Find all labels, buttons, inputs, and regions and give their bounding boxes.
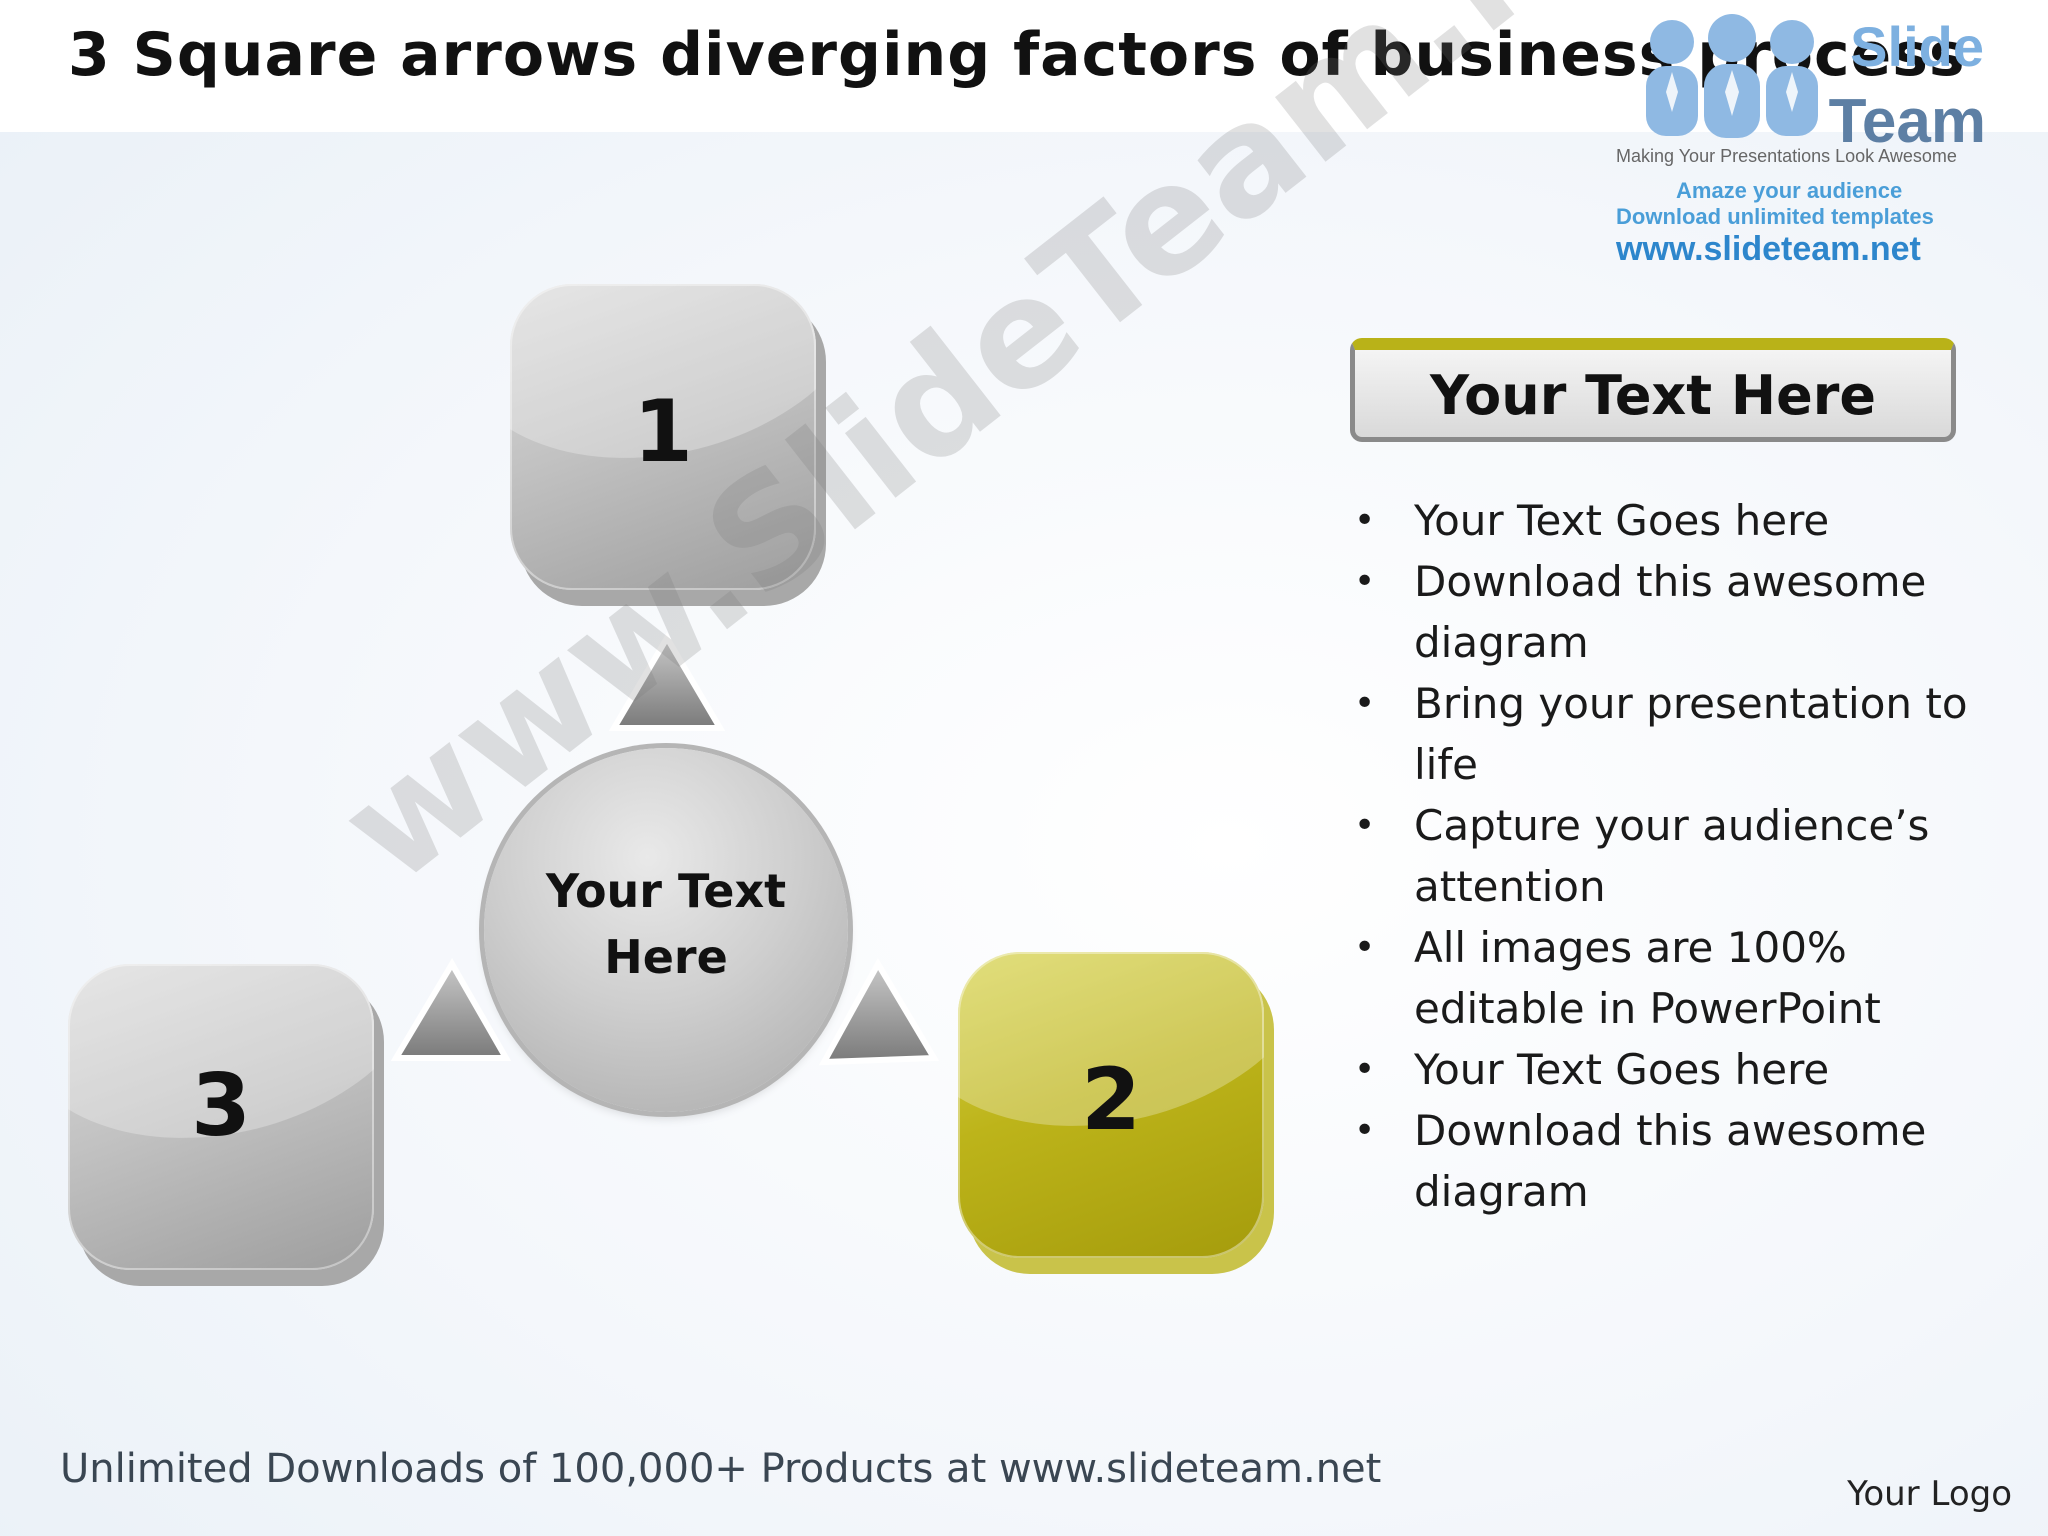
bullet-dot: • bbox=[1354, 683, 1376, 724]
list-item: • Bring your presentation to life bbox=[1344, 673, 1984, 795]
bullet-dot: • bbox=[1354, 927, 1376, 968]
box-1: 1 bbox=[510, 284, 816, 590]
list-item: • Download this awesome diagram bbox=[1344, 1100, 1984, 1222]
bullet-text: Bring your presentation to life bbox=[1414, 679, 1968, 789]
box-1-number: 1 bbox=[633, 382, 693, 482]
bullet-dot: • bbox=[1354, 561, 1376, 602]
box-2-face bbox=[958, 952, 1264, 1258]
center-label-line-2: Here bbox=[604, 930, 728, 984]
logo-word-team: Team bbox=[1828, 87, 1986, 156]
bullet-text: Download this awesome diagram bbox=[1414, 1106, 1927, 1216]
center-circle: Your Text Here bbox=[484, 748, 848, 1112]
bullet-text: Download this awesome diagram bbox=[1414, 557, 1927, 667]
center-label-line-1: Your Text bbox=[545, 864, 787, 918]
slideteam-logo: Slide Team Making Your Presentations Loo… bbox=[1612, 8, 2022, 270]
list-item: • Capture your audience’s attention bbox=[1344, 795, 1984, 917]
bullet-list: • Your Text Goes here • Download this awes… bbox=[1344, 490, 1984, 1222]
center-circle-label: Your Text Here bbox=[484, 858, 848, 990]
people-icon bbox=[1646, 14, 1818, 138]
logo-tagline: Making Your Presentations Look Awesome bbox=[1616, 146, 1957, 166]
box-1-face bbox=[510, 284, 816, 590]
bullet-dot: • bbox=[1354, 1110, 1376, 1151]
bullet-dot: • bbox=[1354, 1049, 1376, 1090]
arrow-to-box-3 bbox=[390, 958, 512, 1061]
box-2-number: 2 bbox=[1081, 1050, 1141, 1150]
list-item: • Your Text Goes here bbox=[1344, 1039, 1984, 1100]
bullet-text: All images are 100% editable in PowerPoi… bbox=[1414, 923, 1881, 1033]
arrow-to-box-2 bbox=[818, 957, 940, 1066]
box-2: 2 bbox=[958, 952, 1264, 1258]
panel-header: Your Text Here bbox=[1430, 364, 1876, 427]
box-3-number: 3 bbox=[191, 1056, 251, 1156]
bullet-dot: • bbox=[1354, 805, 1376, 846]
panel-header-box: Your Text Here bbox=[1350, 338, 1956, 442]
box-3: 3 bbox=[68, 964, 374, 1270]
box-3-face bbox=[68, 964, 374, 1270]
logo-url: www.slideteam.net bbox=[1616, 230, 1921, 268]
bullet-text: Your Text Goes here bbox=[1414, 1045, 1830, 1094]
bullet-text: Your Text Goes here bbox=[1414, 496, 1830, 545]
logo-line-download: Download unlimited templates bbox=[1616, 204, 1934, 229]
bullet-dot: • bbox=[1354, 500, 1376, 541]
list-item: • Your Text Goes here bbox=[1344, 490, 1984, 551]
logo-word-slide: Slide bbox=[1850, 15, 1984, 78]
footer-text: Unlimited Downloads of 100,000+ Products… bbox=[60, 1446, 1382, 1492]
arrow-up-to-box-1 bbox=[608, 632, 726, 731]
list-item: • Download this awesome diagram bbox=[1344, 551, 1984, 673]
bullet-text: Capture your audience’s attention bbox=[1414, 801, 1930, 911]
logo-line-amaze: Amaze your audience bbox=[1676, 178, 1903, 203]
your-logo-placeholder: Your Logo bbox=[1847, 1474, 2012, 1514]
list-item: • All images are 100% editable in PowerPo… bbox=[1344, 917, 1984, 1039]
